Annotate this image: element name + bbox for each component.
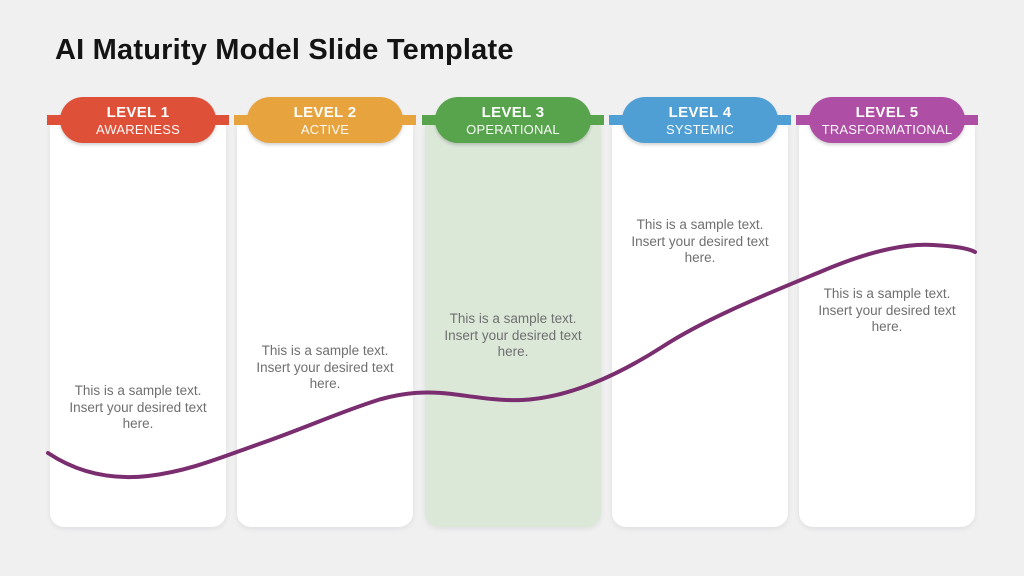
level-3-placeholder-text: This is a sample text. Insert your desir… [444,311,582,359]
level-1-left-connector-stub [47,115,67,125]
level-1-right-connector-stub [209,115,229,125]
level-4-placeholder-text: This is a sample text. Insert your desir… [631,217,769,265]
level-2-sublabel: ACTIVE [300,121,350,137]
level-2-label: LEVEL 2 [293,103,357,121]
level-3-right-connector-stub [584,115,604,125]
level-4-card: This is a sample text. Insert your desir… [612,115,788,527]
level-4-left-connector-stub [609,115,629,125]
level-1-sublabel: AWARENESS [96,121,180,137]
level-2-card: This is a sample text. Insert your desir… [237,115,413,527]
level-3-pill: LEVEL 3 OPERATIONAL [422,97,604,143]
level-2-right-connector-stub [396,115,416,125]
level-1-pill: LEVEL 1 AWARENESS [47,97,229,143]
level-1-placeholder-text: This is a sample text. Insert your desir… [69,383,207,431]
level-4-sublabel: SYSTEMIC [665,121,735,137]
level-2-left-connector-stub [234,115,254,125]
level-5-placeholder-text: This is a sample text. Insert your desir… [818,286,956,334]
level-5-pill: LEVEL 5 TRASFORMATIONAL [796,97,978,143]
level-3-left-connector-stub [422,115,442,125]
level-5-right-connector-stub [958,115,978,125]
slide-title: AI Maturity Model Slide Template [55,34,514,66]
level-2-placeholder-text: This is a sample text. Insert your desir… [256,343,394,391]
level-4-label: LEVEL 4 [668,103,732,121]
level-4-right-connector-stub [771,115,791,125]
level-5-left-connector-stub [796,115,816,125]
level-5-label: LEVEL 5 [855,103,919,121]
level-5-sublabel: TRASFORMATIONAL [821,121,953,137]
level-1-card: This is a sample text. Insert your desir… [50,115,226,527]
level-3-card: This is a sample text. Insert your desir… [425,115,601,527]
level-2-pill: LEVEL 2 ACTIVE [234,97,416,143]
level-3-sublabel: OPERATIONAL [466,121,560,137]
level-4-pill: LEVEL 4 SYSTEMIC [609,97,791,143]
level-5-card: This is a sample text. Insert your desir… [799,115,975,527]
level-3-label: LEVEL 3 [481,103,545,121]
level-1-label: LEVEL 1 [106,103,170,121]
